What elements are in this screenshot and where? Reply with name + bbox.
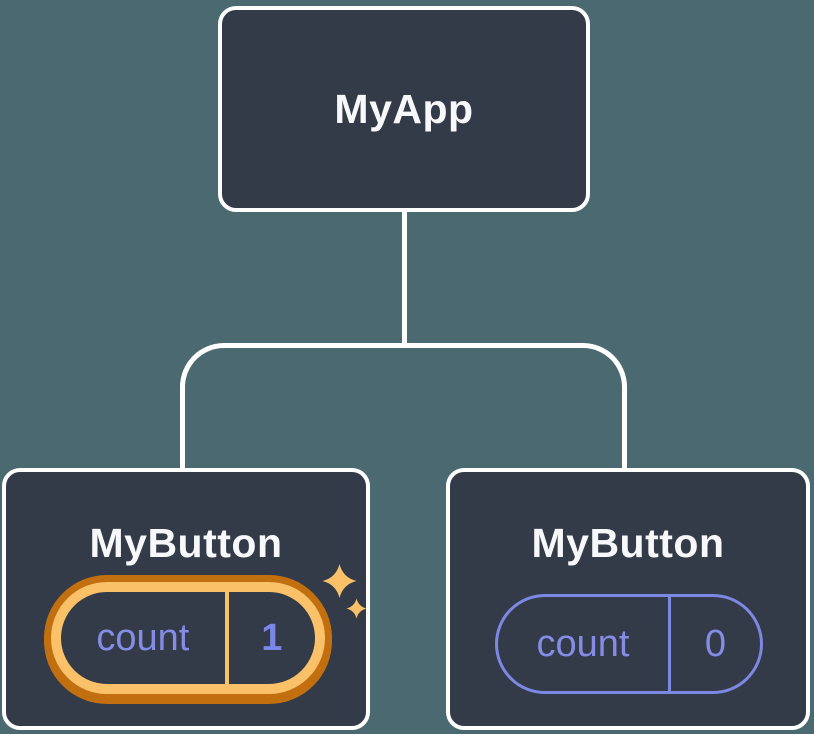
tree-node-mybutton-1: MyButton count 1: [2, 468, 370, 730]
tree-node-mybutton-2: MyButton count 0: [446, 468, 810, 730]
node-label: MyButton: [89, 520, 283, 566]
sparkles-icon: [322, 564, 367, 619]
state-value: 0: [704, 622, 727, 665]
node-label: MyApp: [334, 85, 474, 132]
connector-root-stem: [402, 210, 407, 346]
state-value: 1: [261, 616, 283, 659]
state-pill-highlighted: count 1: [51, 582, 325, 694]
state-key-label: count: [61, 592, 229, 684]
state-pill: count 0: [495, 594, 763, 694]
tree-node-myapp: MyApp: [218, 6, 590, 212]
node-label: MyButton: [531, 520, 725, 566]
state-key-label: count: [498, 597, 671, 691]
connector-branch: [180, 343, 627, 468]
